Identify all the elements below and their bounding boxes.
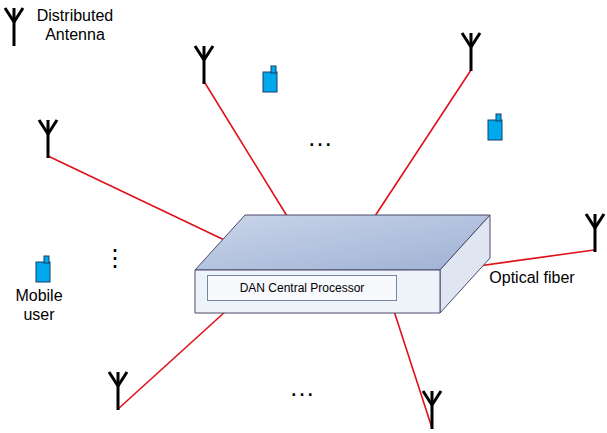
processor-label-box: DAN Central Processor [207, 275, 397, 301]
annotation-label: ⋮ [100, 244, 130, 272]
antenna-symbols [5, 8, 604, 429]
annotation-label: Distributed Antenna [30, 6, 120, 44]
annotation-label: Mobile user [4, 286, 74, 324]
annotation-label: … [282, 372, 322, 402]
optical-fiber-lines [48, 70, 594, 428]
annotation-label: Optical fiber [462, 268, 602, 287]
processor-box [195, 215, 490, 313]
annotation-label: … [300, 122, 340, 152]
mobile-phones [36, 66, 502, 282]
node-text: DAN Central Processor [240, 281, 365, 295]
